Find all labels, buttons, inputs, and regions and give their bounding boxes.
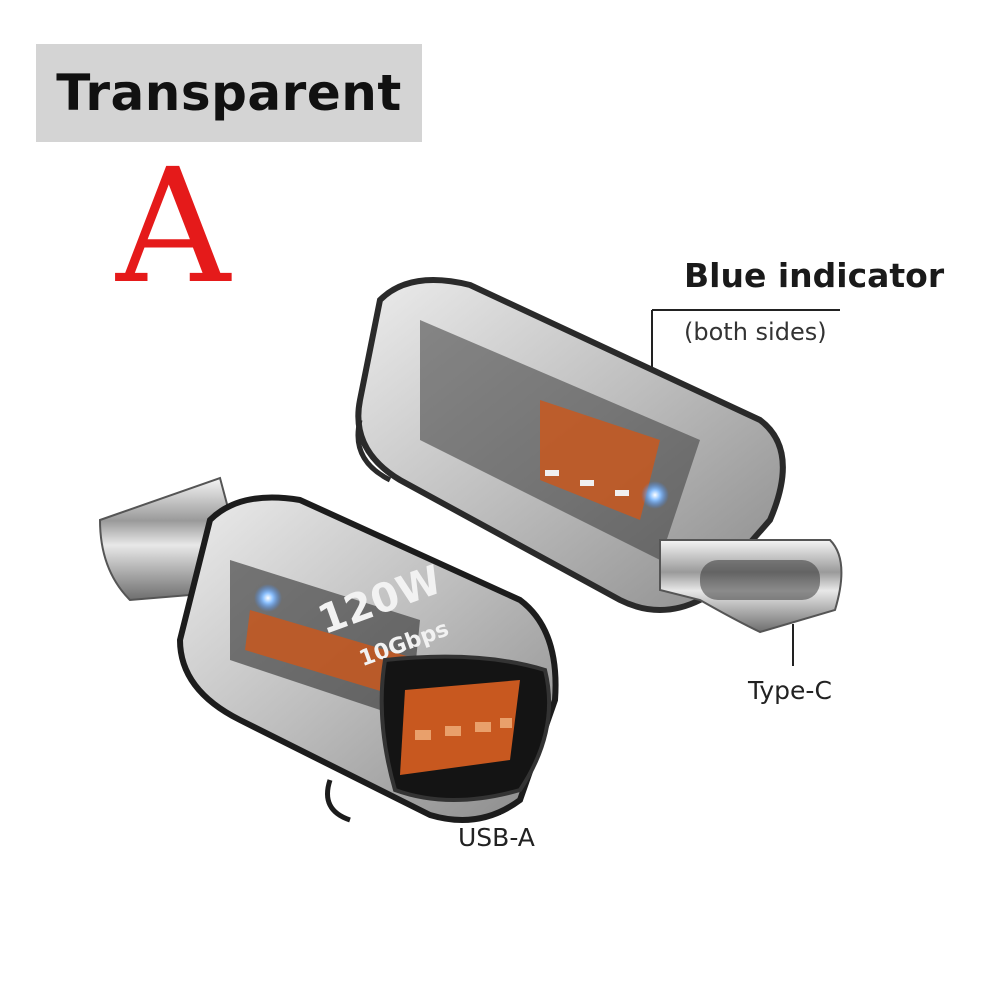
front-led-indicator	[254, 584, 282, 612]
indicator-callout-subtitle: (both sides)	[684, 318, 827, 346]
front-adapter: 120W 10Gbps	[98, 476, 559, 823]
usb-a-callout-label: USB-A	[458, 823, 535, 852]
rear-adapter	[355, 277, 843, 634]
variant-letter: A	[116, 135, 231, 319]
variant-banner: Transparent	[36, 44, 422, 142]
type-c-callout-label: Type-C	[748, 676, 832, 705]
indicator-callout-title: Blue indicator	[684, 256, 945, 295]
variant-banner-label: Transparent	[56, 64, 402, 122]
rear-led-indicator	[641, 481, 669, 509]
